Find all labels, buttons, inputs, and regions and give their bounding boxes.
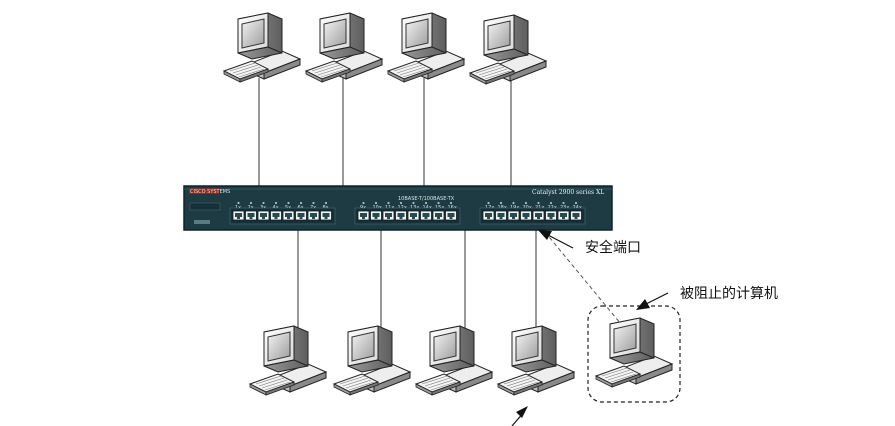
switch-port-16 [445, 210, 457, 221]
switch-port-1 [232, 210, 245, 221]
mode-button [194, 220, 210, 224]
switch-port-6 [295, 210, 307, 221]
switch-port-14 [420, 210, 432, 221]
pc-top-2 [305, 12, 383, 83]
switch-port-15 [432, 210, 445, 221]
blocked-link-dashed [544, 231, 631, 336]
switch-port-17 [482, 210, 495, 221]
group-label: 10BASE-T/100BASE-TX [398, 196, 455, 202]
port-led [412, 201, 415, 205]
port-led [449, 201, 453, 205]
brand-text: CISCO SYSTEMS [190, 189, 230, 195]
port-led [574, 201, 578, 205]
port-led [562, 201, 565, 205]
port-led [437, 201, 440, 205]
switch-port-21 [532, 210, 545, 221]
pc-bottom-4 [497, 325, 575, 396]
secure-port-arrow-icon [538, 230, 552, 240]
pc-top-1 [223, 12, 301, 83]
blocked-computer-box [587, 305, 681, 403]
blocked-computer-callout: 被阻止的计算机 [636, 286, 778, 310]
port-led [387, 201, 390, 205]
port-led [399, 201, 403, 205]
port-led [362, 201, 365, 205]
switch-port-3 [257, 210, 270, 221]
port-led [324, 201, 328, 205]
switch-port-18 [495, 210, 507, 221]
switch-port-23 [557, 210, 570, 221]
pc-bottom-3 [415, 325, 493, 396]
switch-port-19 [507, 210, 520, 221]
secure-port-callout: 安全端口 [538, 230, 641, 256]
switch-port-10 [370, 210, 382, 221]
pc-bottom-4-pointer [511, 406, 528, 426]
switch-port-2 [245, 210, 257, 221]
switch-port-5 [282, 210, 295, 221]
port-led [249, 201, 253, 205]
switch-port-12 [395, 210, 407, 221]
pc-top-4 [469, 14, 547, 85]
port-led [487, 201, 490, 205]
port-led [262, 201, 265, 205]
switch-port-24 [570, 210, 582, 221]
port-led [312, 201, 315, 205]
port-led [287, 201, 290, 205]
port-led [274, 201, 278, 205]
brand-plate [189, 188, 219, 194]
port-led [299, 201, 303, 205]
status-leds [189, 202, 221, 211]
pc-blocked [595, 317, 673, 388]
port-led [537, 201, 540, 205]
pc-bottom-1 [249, 325, 327, 396]
port-led [424, 201, 428, 205]
switch-port-9 [357, 210, 370, 221]
port-led [374, 201, 378, 205]
model-text: Catalyst 2900 series XL [532, 189, 604, 196]
blocked-arrow-icon [636, 299, 650, 310]
port-led [549, 201, 553, 205]
switch-port-13 [407, 210, 420, 221]
port-led [237, 201, 240, 205]
pointer-arrow-icon [516, 406, 528, 418]
port-led [524, 201, 528, 205]
switch-port-11 [382, 210, 395, 221]
switch-port-4 [270, 210, 282, 221]
switch-port-8 [320, 210, 332, 221]
port-led [512, 201, 515, 205]
pc-top-3 [387, 12, 465, 83]
port-led [499, 201, 503, 205]
secure-port-label: 安全端口 [585, 239, 641, 256]
switch-port-7 [307, 210, 320, 221]
blocked-computer-label: 被阻止的计算机 [680, 286, 778, 302]
switch-port-22 [545, 210, 557, 221]
ethernet-switch: CISCO SYSTEMS Catalyst 2900 series XL 10… [183, 185, 613, 231]
pc-bottom-2 [333, 325, 411, 396]
switch-port-20 [520, 210, 532, 221]
